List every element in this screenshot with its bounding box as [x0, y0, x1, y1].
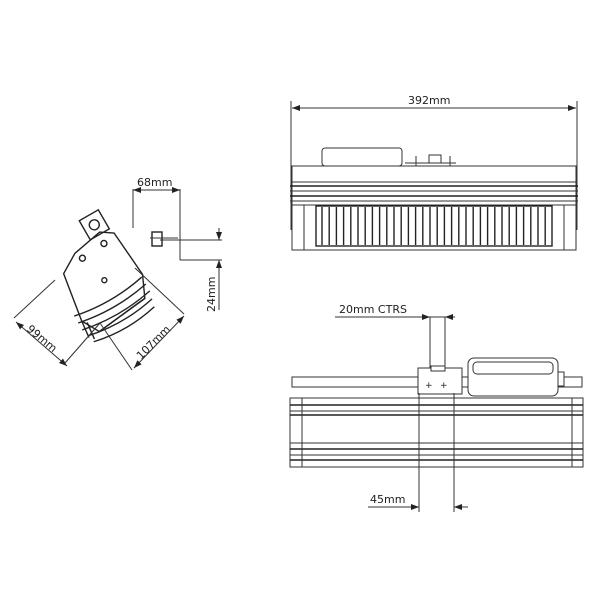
- bolt-nut: [151, 231, 163, 247]
- grille-bars: [321, 207, 546, 245]
- svg-text:+: +: [425, 381, 433, 391]
- luminaire-body: [289, 397, 584, 468]
- dim-68mm: 68mm: [137, 176, 172, 189]
- dim-20mm-ctrs: 20mm CTRS: [339, 303, 407, 316]
- driver-box: [321, 147, 403, 167]
- dim-99mm: 99mm: [24, 322, 60, 355]
- front-view: 392mm: [290, 94, 578, 251]
- driver-box: [467, 357, 559, 397]
- svg-text:+: +: [440, 381, 448, 391]
- lamp-side-profile: [62, 208, 155, 343]
- luminaire-body: [291, 165, 577, 251]
- dim-107mm: 107mm: [134, 323, 173, 362]
- side-view: 68mm 24mm 99mm 107mm: [13, 176, 222, 371]
- plan-view: 20mm CTRS + + 45mm: [289, 303, 584, 512]
- dim-45mm: 45mm: [370, 493, 405, 506]
- dim-392mm: 392mm: [408, 94, 450, 107]
- grille: [315, 205, 553, 247]
- mounting-bracket: [417, 367, 463, 395]
- dim-24mm: 24mm: [205, 277, 218, 312]
